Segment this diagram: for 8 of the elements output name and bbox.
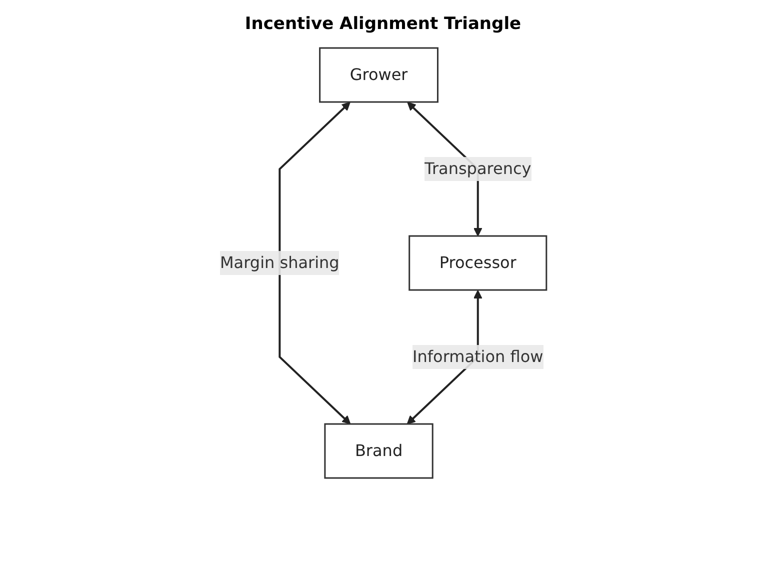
arrow	[278, 102, 350, 424]
edge-label: Information flow	[412, 347, 543, 366]
node-box: Grower	[318, 47, 438, 103]
edge-label: Margin sharing	[220, 253, 340, 272]
node-box: Brand	[324, 423, 434, 479]
node-box: Processor	[408, 235, 547, 291]
diagram-title: Incentive Alignment Triangle	[244, 14, 522, 34]
edge-label: Transparency	[424, 159, 532, 178]
